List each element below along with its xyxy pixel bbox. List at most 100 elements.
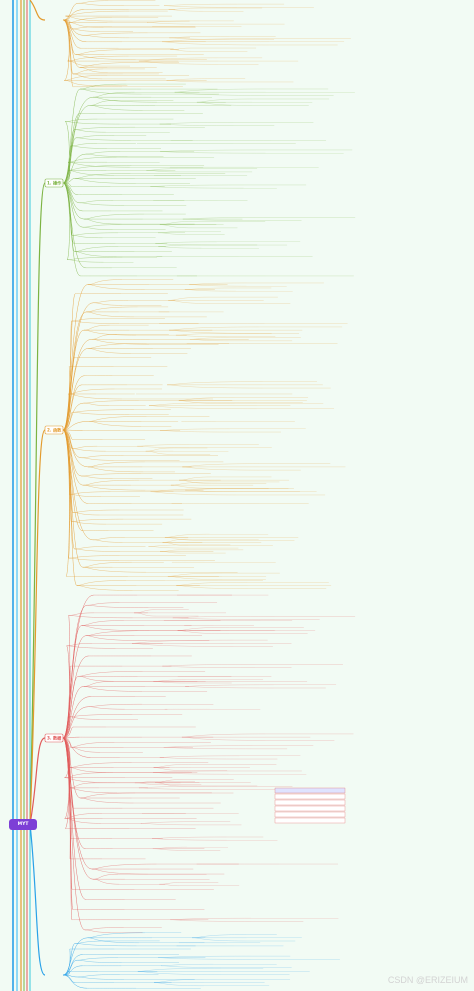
- branch-line: [178, 400, 235, 404]
- branch-line: [172, 617, 275, 620]
- branch-line: [150, 184, 244, 187]
- branch-line: [66, 645, 116, 649]
- section-connector: [29, 737, 46, 825]
- table-row-box: [274, 805, 346, 812]
- branch-line: [158, 957, 251, 960]
- branch-line: [159, 884, 180, 886]
- branch-line: [172, 616, 275, 619]
- branch-line: [74, 246, 119, 252]
- watermark: CSDN @ERIZEIUM: [387, 975, 468, 985]
- branch-line: [87, 937, 139, 943]
- branch-line: [166, 80, 211, 83]
- branch-line: [147, 22, 199, 25]
- branch-line: [67, 60, 95, 67]
- branch-line: [91, 339, 150, 345]
- branch-line: [162, 38, 270, 42]
- branch-line: [168, 9, 203, 12]
- branch-line: [174, 92, 266, 96]
- root-node[interactable]: MYT: [9, 819, 37, 830]
- branch-line: [159, 123, 234, 126]
- branch-line: [83, 479, 140, 486]
- branch-line: [93, 91, 135, 98]
- branch-line: [170, 918, 251, 920]
- branch-line: [69, 762, 132, 768]
- branch-line: [167, 381, 263, 386]
- branch-line: [82, 226, 113, 230]
- branch-line: [185, 686, 274, 689]
- branch-line: [168, 300, 210, 304]
- branch-line: [137, 971, 221, 975]
- section-label: 3. 数据: [47, 735, 62, 742]
- section-labels: 1. 操作2. 函数3. 数据: [44, 178, 64, 743]
- branch-line: [62, 737, 86, 931]
- branch-line: [69, 22, 104, 28]
- section-label: 1. 操作: [47, 180, 62, 187]
- branch-line: [162, 41, 270, 46]
- branch-line: [75, 943, 137, 947]
- branch-line: [72, 73, 103, 80]
- branch-line: [75, 54, 136, 60]
- branch-line: [67, 256, 123, 260]
- branch-line: [168, 296, 210, 301]
- branch-line: [153, 681, 186, 684]
- branch-line: [189, 337, 229, 340]
- branch-line: [184, 289, 236, 292]
- branch-line: [159, 882, 180, 885]
- branch-line: [174, 88, 266, 93]
- branch-line: [162, 542, 188, 546]
- branch-line: [175, 334, 227, 337]
- branch-line: [80, 83, 127, 90]
- branch-line: [87, 932, 145, 938]
- branch-line: [62, 19, 74, 75]
- branch-line: [168, 7, 203, 10]
- branch-line: [78, 974, 120, 978]
- branch-line: [70, 742, 115, 748]
- branch-line: [72, 448, 106, 452]
- branch-line: [62, 716, 71, 739]
- branch-line: [86, 306, 138, 313]
- branch-line: [154, 982, 204, 986]
- branch-line: [152, 836, 227, 839]
- branch-line: [62, 2, 79, 21]
- branch-line: [148, 544, 189, 547]
- branch-line: [76, 580, 127, 586]
- branch-line: [159, 224, 193, 229]
- branch-line: [62, 182, 75, 244]
- branch-line: [88, 466, 144, 473]
- branch-line: [72, 512, 100, 516]
- branch-line: [80, 62, 139, 68]
- section-connector: [29, 0, 46, 21]
- branch-line: [87, 602, 120, 606]
- branch-line: [175, 333, 227, 336]
- branch-line: [93, 878, 120, 885]
- branch-line: [179, 479, 212, 484]
- branch-line: [82, 567, 147, 573]
- branch-line: [62, 19, 74, 88]
- branch-line: [86, 311, 135, 318]
- branch-line: [84, 35, 130, 39]
- branch-line: [67, 165, 132, 171]
- branch-line: [92, 868, 148, 875]
- vertical-spines: [12, 0, 31, 991]
- branch-line: [70, 143, 97, 147]
- branch-line: [146, 170, 178, 173]
- branch-line: [164, 537, 210, 541]
- branch-line: [84, 218, 122, 225]
- branch-line: [160, 549, 181, 552]
- branch-line: [89, 421, 142, 427]
- branch-line: [62, 974, 76, 983]
- branch-line: [169, 329, 259, 334]
- branch-line: [160, 428, 230, 431]
- branch-line: [62, 411, 73, 431]
- branch-line: [158, 232, 187, 235]
- branch-line: [137, 446, 190, 448]
- branch-line: [77, 960, 122, 963]
- branch-line: [91, 334, 117, 340]
- branch-line: [74, 251, 117, 257]
- branch-line: [80, 797, 134, 804]
- branch-line: [65, 121, 120, 125]
- branch-line: [137, 968, 221, 972]
- branch-line: [196, 98, 253, 103]
- branch-line: [71, 232, 119, 236]
